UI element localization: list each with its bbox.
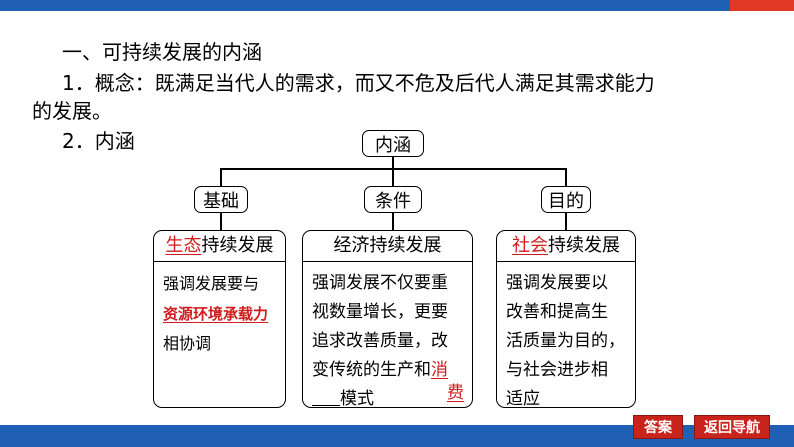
- panel-ecology-tail: 相协调: [163, 334, 212, 353]
- panel-economy-line: 变传统的生产和: [312, 360, 431, 380]
- panel-society: 社会持续发展 强调发展要以 改善和提高生 活质量为目的， 与社会进步相 适应: [496, 230, 636, 409]
- panel-society-line: 改善和提高生: [506, 302, 608, 322]
- connector-left-down: [220, 168, 222, 187]
- answer-consumption-2: 费: [447, 383, 464, 403]
- root-node: 内涵: [362, 130, 424, 157]
- answer-carrying-capacity: 资源环境承载力: [163, 305, 269, 323]
- panel-society-line: 适应: [506, 389, 540, 409]
- connector-root-down: [392, 156, 394, 169]
- category-condition: 条件: [364, 186, 422, 213]
- panel-society-line: 活质量为目的，: [506, 331, 625, 351]
- panel-economy: 经济持续发展 强调发展不仅要重 视数量增长，更要 追求改善质量，改 变传统的生产…: [302, 230, 473, 409]
- panel-economy-line: 视数量增长，更要: [312, 302, 448, 322]
- answer-ecology: 生态: [165, 235, 202, 256]
- bottom-bar: [0, 425, 794, 447]
- panel-economy-line: 追求改善质量，改: [312, 331, 448, 351]
- section-heading: 一、可持续发展的内涵: [62, 40, 262, 64]
- connector-right-down: [565, 168, 567, 187]
- panel-economy-body: 强调发展不仅要重 视数量增长，更要 追求改善质量，改 变传统的生产和消 模式 费: [312, 269, 466, 414]
- panel-society-head: 社会持续发展: [497, 231, 635, 262]
- panel-ecology-head-rest: 持续发展: [201, 235, 274, 256]
- panel-economy-tail: 模式: [340, 389, 374, 409]
- panel-society-head-rest: 持续发展: [548, 235, 620, 256]
- connector-left-panel: [220, 212, 222, 230]
- connector-right-panel: [565, 212, 567, 230]
- panel-economy-line-5: 模式 费: [312, 383, 466, 414]
- panel-economy-line: 强调发展不仅要重: [312, 273, 448, 293]
- answer-consumption-1: 消: [431, 360, 448, 380]
- answer-button[interactable]: 答案: [633, 415, 683, 439]
- panel-ecology: 生态持续发展 强调发展要与 资源环境承载力 相协调: [153, 230, 286, 408]
- back-nav-button[interactable]: 返回导航: [694, 415, 770, 439]
- category-foundation: 基础: [194, 186, 248, 213]
- top-bar: [0, 0, 794, 11]
- connotation-label: 2．内涵: [62, 129, 135, 153]
- answer-society: 社会: [512, 235, 548, 256]
- panel-ecology-line: 强调发展要与: [163, 274, 260, 293]
- panel-society-line: 强调发展要以: [506, 273, 608, 293]
- panel-society-line: 与社会进步相: [506, 360, 608, 380]
- panel-economy-head: 经济持续发展: [303, 231, 472, 262]
- concept-line-2: 的发展。: [32, 99, 112, 123]
- top-bar-blue: [0, 0, 730, 11]
- panel-ecology-body: 强调发展要与 资源环境承载力 相协调: [163, 269, 279, 359]
- connector-mid-down: [392, 168, 394, 187]
- fill-blank: [312, 387, 340, 406]
- panel-ecology-head: 生态持续发展: [154, 231, 285, 262]
- top-bar-red: [730, 0, 794, 11]
- concept-line-1: 1．概念：既满足当代人的需求，而又不危及后代人满足其需求能力: [62, 71, 655, 95]
- panel-society-body: 强调发展要以 改善和提高生 活质量为目的， 与社会进步相 适应: [506, 269, 629, 414]
- connector-mid-panel: [392, 212, 394, 230]
- panel-economy-line-4: 变传统的生产和消: [312, 356, 466, 385]
- category-goal: 目的: [541, 186, 591, 213]
